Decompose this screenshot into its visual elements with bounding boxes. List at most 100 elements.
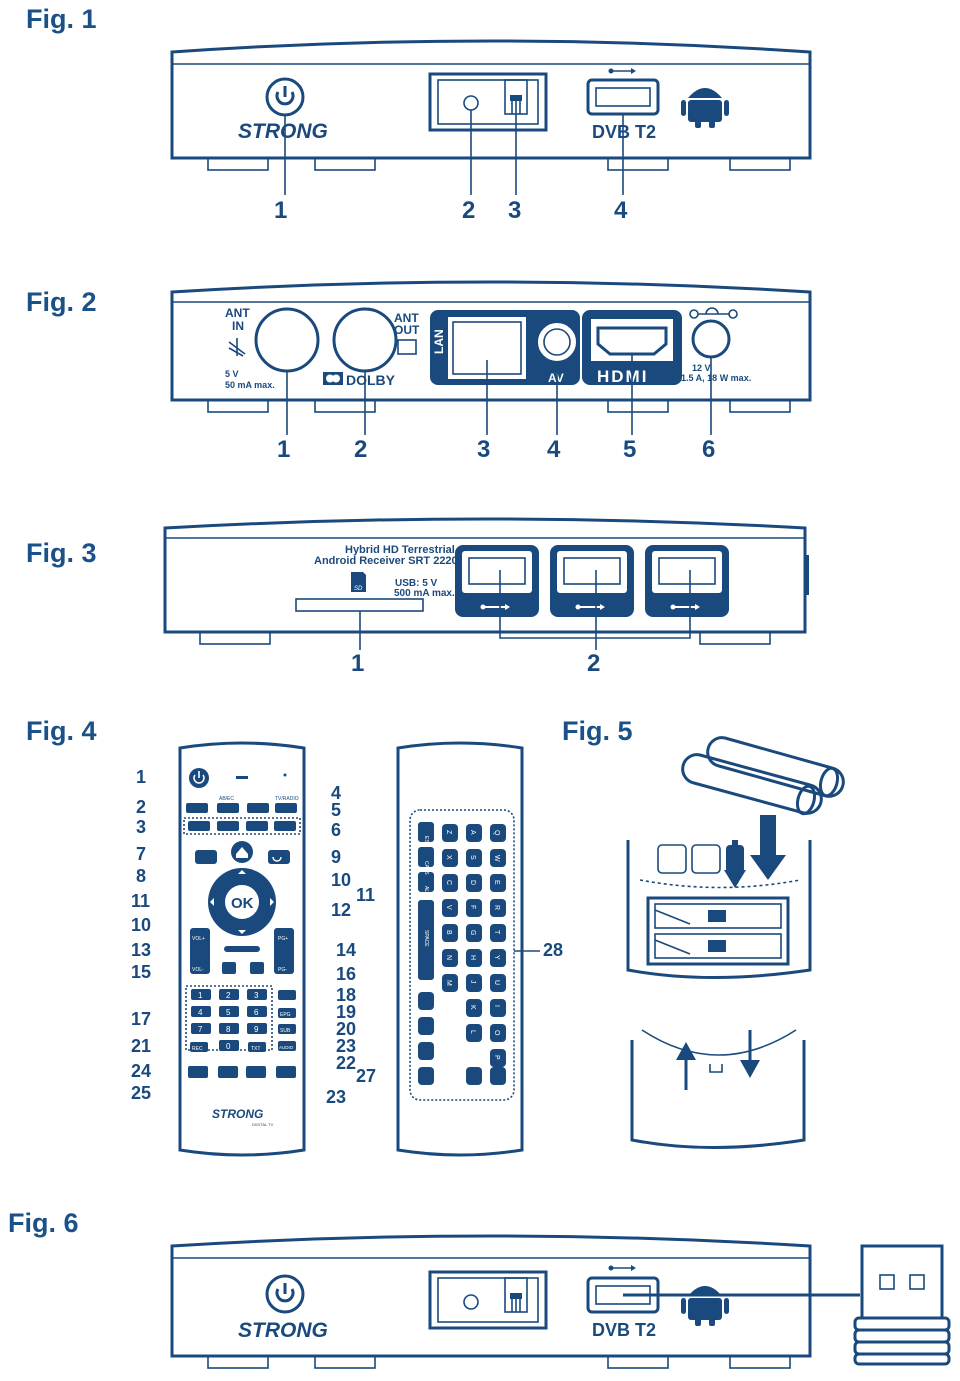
- keyboard-key: [442, 974, 458, 992]
- brand-sub: DIGITAL TV: [252, 1122, 274, 1127]
- keyboard-key-label: W: [493, 855, 500, 862]
- fig5-title: Fig. 5: [562, 716, 633, 746]
- fig3-callout: 2: [587, 650, 601, 677]
- digit-key: [247, 1023, 267, 1034]
- fig4-callout: 12: [331, 900, 352, 920]
- keyboard-key: [466, 899, 482, 917]
- dolby-icon: [323, 372, 343, 385]
- keyboard-key: [418, 847, 434, 867]
- dvb-logo: DVB T2: [592, 1320, 656, 1340]
- usb-icon: [670, 604, 700, 610]
- fig3-side-view: Hybrid HD Terrestrial Android Receiver S…: [163, 517, 809, 650]
- fig4-callout: 4: [331, 783, 342, 803]
- ant-in-spec: 5 V: [225, 369, 239, 379]
- fig4-callout: 10: [131, 915, 152, 935]
- usb-port-group: [455, 545, 539, 617]
- ant-in-label: ANT: [225, 306, 250, 320]
- keyboard-key-label: J: [469, 980, 476, 984]
- power-port: [691, 319, 731, 359]
- foot: [607, 157, 669, 171]
- keyboard-key: [490, 899, 506, 917]
- key-label: VOL+: [192, 936, 205, 942]
- foot: [729, 157, 791, 171]
- fig4-callout: 15: [131, 962, 152, 982]
- digit-label: 8: [226, 1025, 231, 1034]
- dolby-label: DOLBY: [346, 372, 396, 388]
- keyboard-key: [466, 874, 482, 892]
- av-port: [536, 321, 578, 363]
- brand-logo: STRONG: [212, 1107, 263, 1121]
- keyboard-key: [466, 949, 482, 967]
- keyboard-key: [442, 824, 458, 842]
- ir-sensor-icon: [463, 95, 479, 111]
- keyboard-key-label: H: [469, 955, 476, 960]
- keyboard-key-label: B: [445, 930, 452, 935]
- digit-key: [219, 1040, 239, 1051]
- keyboard-key-label: C: [445, 880, 452, 885]
- fig1-callout: 3: [508, 197, 522, 224]
- keyboard-key: [490, 874, 506, 892]
- fig4-callout: 23: [326, 1087, 347, 1107]
- fig3-title: Fig. 3: [26, 538, 97, 568]
- product-name: Android Receiver SRT 2220: [314, 555, 458, 567]
- fig4-callout: 19: [336, 1002, 357, 1022]
- keyboard-key: [490, 949, 506, 967]
- fig4-callout: 8: [136, 866, 147, 886]
- ant-in-spec: 50 mA max.: [225, 380, 275, 390]
- fig4-callout: 20: [336, 1019, 357, 1039]
- keyboard-key: [490, 999, 506, 1017]
- keyboard-key-label: M: [445, 980, 452, 986]
- keyboard-key: [466, 849, 482, 867]
- digit-key: [247, 989, 267, 1000]
- keyboard-key-label: S: [469, 855, 476, 860]
- key-label: SPACE: [423, 930, 429, 947]
- fig1-callout: 1: [274, 197, 288, 224]
- ant-out-label: ANT: [394, 311, 419, 325]
- power-spec: 1.5 A, 18 W max.: [681, 373, 751, 383]
- usb-port-group: [550, 545, 634, 617]
- keyboard-key-label: E: [493, 880, 500, 885]
- keyboard-key: [466, 1067, 482, 1085]
- battery-icon: [681, 736, 845, 816]
- keyboard-key-label: Z: [445, 830, 452, 835]
- usb-icon: [608, 1265, 636, 1271]
- ant-out-port: [332, 307, 398, 373]
- lan-label: LAN: [432, 329, 446, 354]
- keyboard-key: [442, 874, 458, 892]
- keyboard-key: [418, 992, 434, 1010]
- keyboard-key-label: T: [493, 930, 500, 935]
- fig4-callout: 22: [336, 1053, 357, 1073]
- fig4-callout: 17: [131, 1009, 152, 1029]
- usb-icon: [480, 604, 510, 610]
- fig4-callout: 21: [131, 1036, 152, 1056]
- fig4-callout: 5: [331, 800, 342, 820]
- fig2-rear-view: ANT IN 5 V 50 mA max. ANT OUT DOLBY LAN …: [170, 280, 812, 435]
- key-label: PG+: [278, 936, 288, 942]
- keyboard-key: [442, 949, 458, 967]
- digit-label: 9: [254, 1025, 259, 1034]
- keyboard-key-label: A: [469, 830, 476, 835]
- key-label: ESC: [423, 836, 429, 847]
- fig2-callout: 2: [354, 436, 368, 463]
- key-label: CAPS: [423, 861, 429, 875]
- usb-icon: [608, 68, 636, 74]
- power-icon: [265, 1274, 305, 1314]
- fig2-callout: 3: [477, 436, 491, 463]
- keyboard-key-label: L: [469, 1030, 476, 1034]
- digit-key: [219, 989, 239, 1000]
- led-indicator-icon: [504, 79, 528, 115]
- fig4-callout: 27: [356, 1066, 377, 1086]
- fig4-callout: 13: [131, 940, 152, 960]
- arrow-up-icon: [676, 1042, 696, 1090]
- keyboard-key: [490, 1067, 506, 1085]
- fig3-callout: 1: [351, 650, 365, 677]
- digit-label: 0: [226, 1042, 231, 1051]
- digit-key: [219, 1006, 239, 1017]
- digit-label: 4: [198, 1008, 203, 1017]
- fig4-callout: 16: [336, 964, 357, 984]
- key-label: PG-: [278, 967, 287, 973]
- key-label: TV/RADIO: [275, 796, 299, 802]
- fig1-title: Fig. 1: [26, 4, 97, 34]
- brand-logo: STRONG: [238, 1319, 328, 1342]
